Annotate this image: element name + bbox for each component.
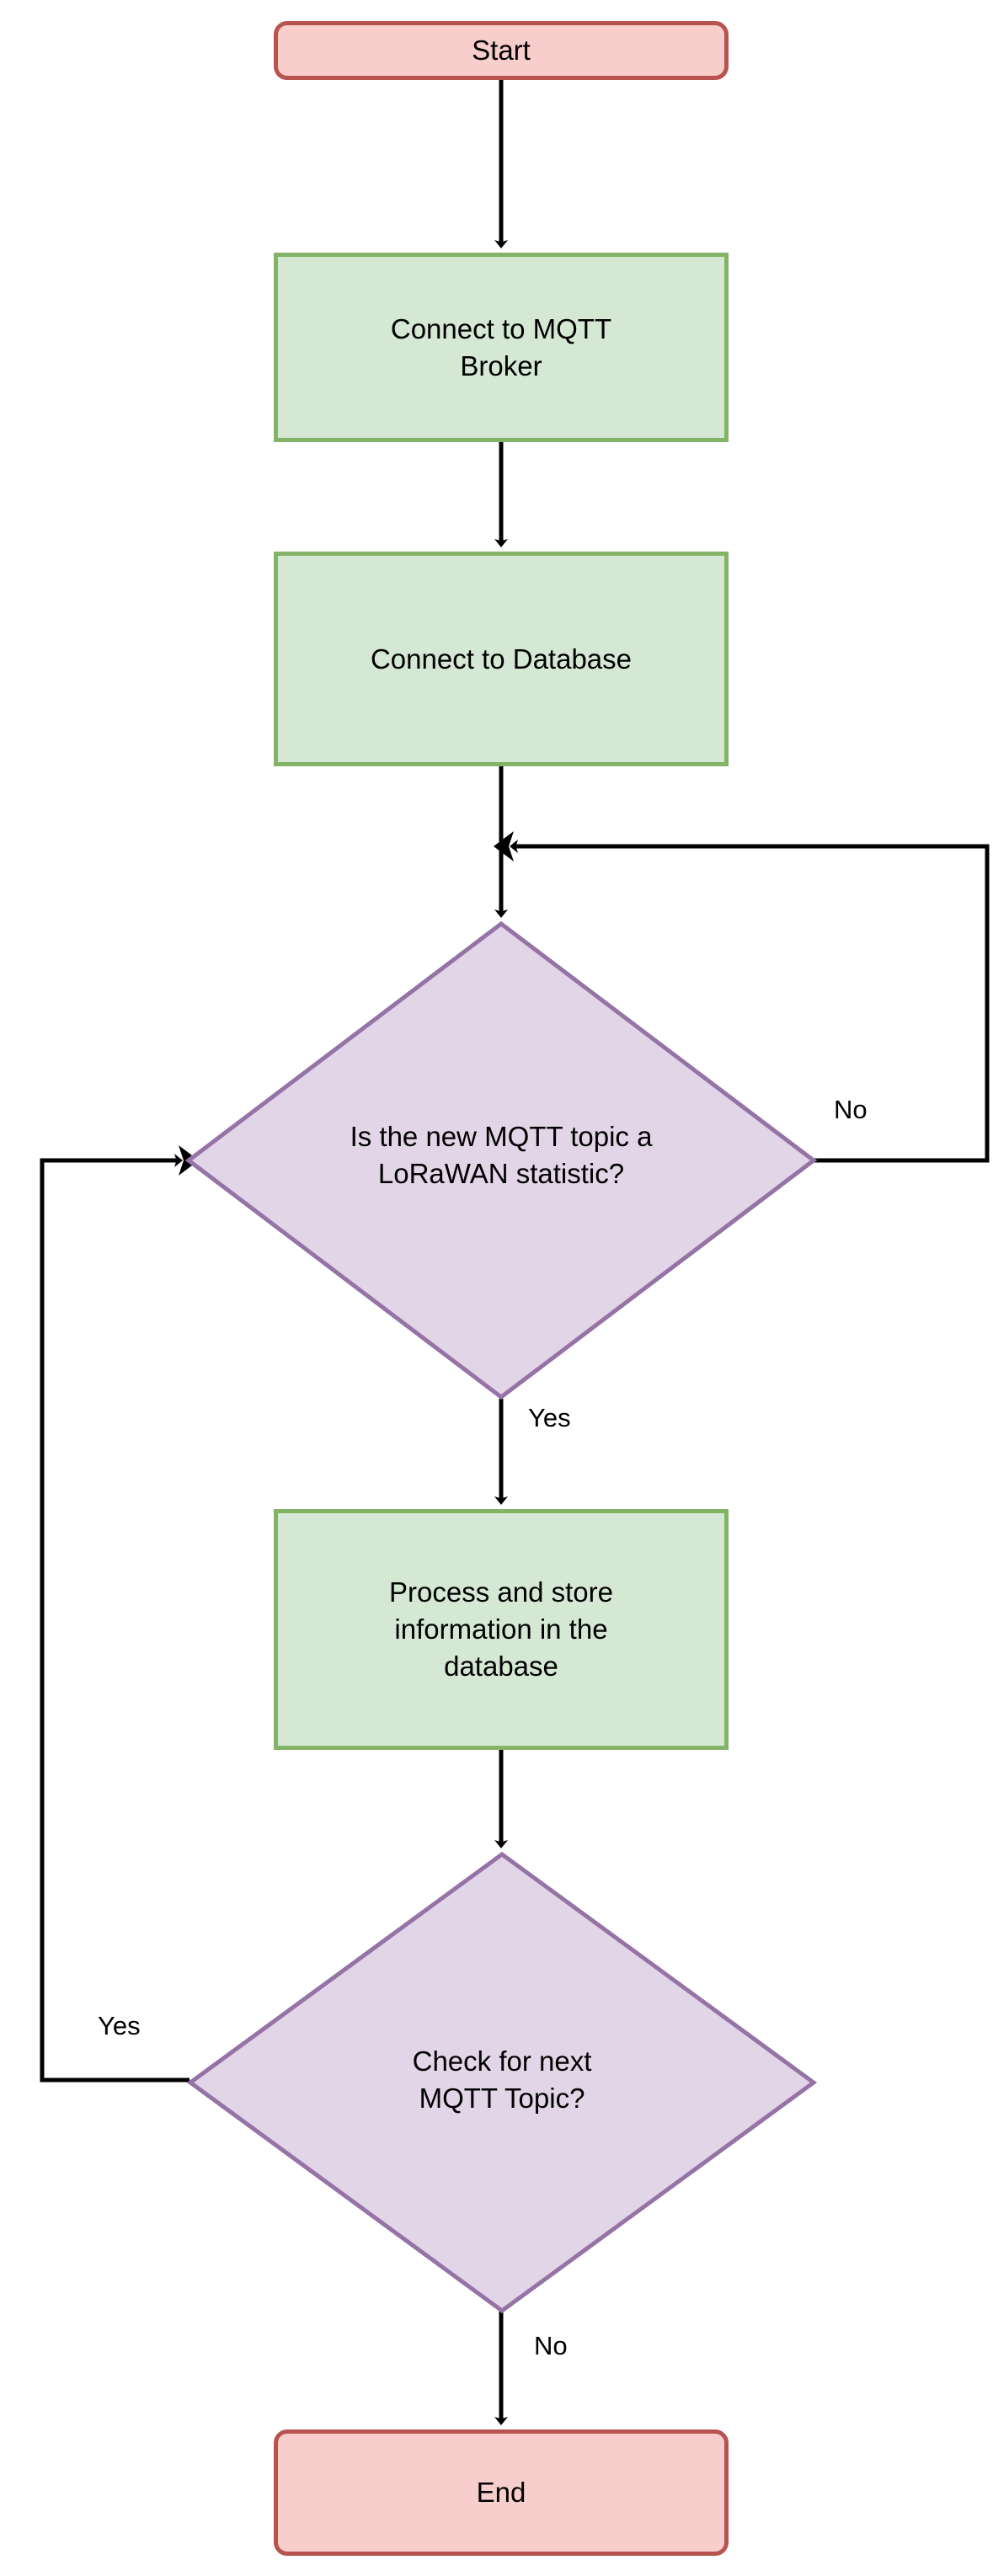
node-connect-database[interactable]: Connect to Database	[274, 552, 729, 766]
node-check-next-topic-label: Check for next MQTT Topic?	[412, 2045, 592, 2114]
node-start-label: Start	[472, 35, 531, 67]
node-check-next-topic[interactable]: Check for next MQTT Topic?	[187, 1851, 817, 2314]
edge-label-check-next-yes: Yes	[98, 2011, 141, 2040]
edge-label-is-stat-yes: Yes	[528, 1403, 571, 1432]
node-end[interactable]: End	[274, 2429, 729, 2556]
edge-is-stat-no-loop	[510, 840, 990, 1163]
node-process-and-store[interactable]: Process and store information in the dat…	[274, 1509, 729, 1750]
node-connect-database-label: Connect to Database	[370, 643, 633, 675]
node-connect-mqtt-broker[interactable]: Connect to MQTT Broker	[274, 253, 729, 442]
edge-label-is-stat-no: No	[834, 1095, 868, 1124]
edge-label-check-next-no: No	[534, 2331, 568, 2360]
node-is-lorawan-statistic-label: Is the new MQTT topic a LoRaWAN statisti…	[350, 1121, 653, 1189]
node-process-and-store-label: Process and store information in the dat…	[389, 1576, 613, 1682]
node-connect-mqtt-broker-label: Connect to MQTT Broker	[390, 312, 612, 381]
node-is-lorawan-statistic[interactable]: Is the new MQTT topic a LoRaWAN statisti…	[185, 920, 817, 1400]
node-start[interactable]: Start	[274, 21, 729, 80]
node-end-label: End	[476, 2477, 526, 2509]
edge-check-next-yes-loop	[40, 1154, 190, 2083]
